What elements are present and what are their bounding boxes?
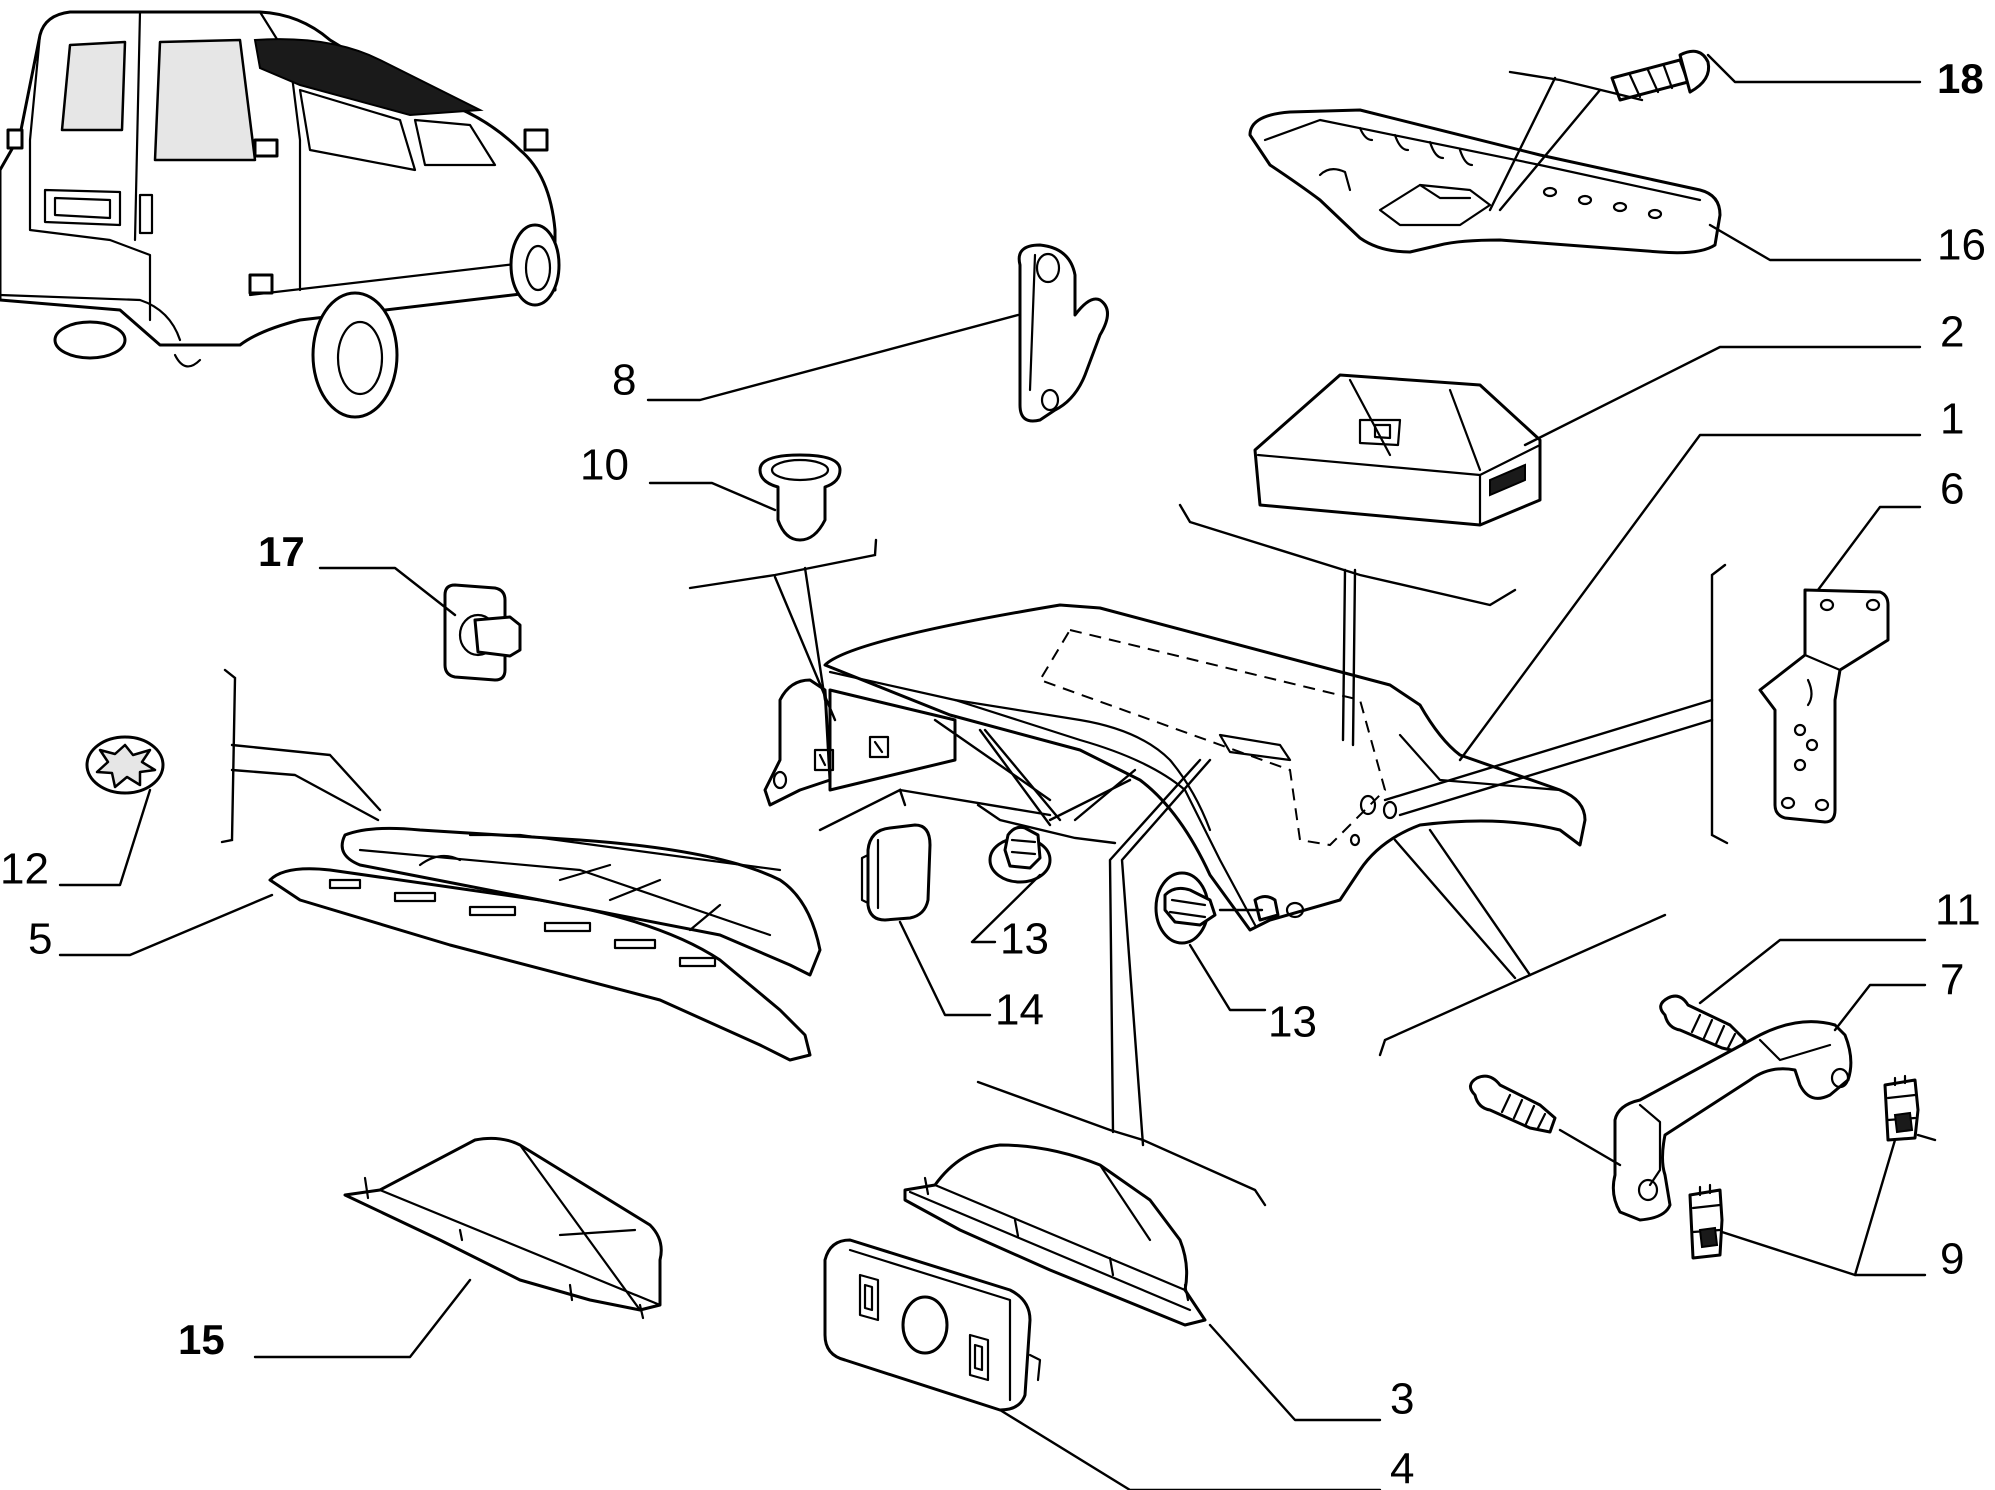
leader-console-b [803,566,827,702]
callout-11: 11 [1935,886,1981,935]
callout-1: 1 [1940,395,1964,444]
clip-13a [988,825,1052,884]
bolt-handle [1469,1074,1557,1134]
callout-13b: 13 [1268,998,1317,1047]
leader-6c [1816,505,1922,592]
bracket-bins [976,1080,1267,1207]
rear-shelf-5 [268,826,822,1062]
leader-2 [1523,345,1922,447]
leader-3 [1208,1323,1382,1422]
leader-9a [1916,1133,1937,1142]
callout-9: 9 [1940,1235,1964,1284]
callout-7: 7 [1940,956,1964,1005]
callout-15: 15 [178,1316,225,1363]
leader-8 [646,313,1020,402]
leader-14 [898,920,992,1017]
callout-13a: 13 [1000,915,1049,964]
bracket-5 [220,668,237,844]
leader-5b [230,768,380,822]
callout-16: 16 [1937,221,1986,270]
leader-16b [1498,88,1602,212]
interior-lamp-2 [1253,373,1542,527]
callout-17: 17 [258,528,305,575]
bracket-16 [1508,70,1644,102]
callout-6: 6 [1940,465,1964,514]
leader-5c [58,893,274,957]
leader-4 [998,1408,1382,1490]
bracket-console-mid [818,788,907,832]
clip-9a [1883,1074,1920,1142]
leader-bin-a [1108,758,1202,1134]
leader-lower-center-a [1393,838,1517,980]
leader-6b [1398,718,1714,817]
van-rear-view-illustration [0,10,561,419]
bolt-11 [1659,994,1747,1054]
leader-lamp-a [1341,568,1347,742]
front-panel-4 [823,1238,1042,1412]
bracket-lower-center [1378,913,1667,1057]
bolt-18 [1610,49,1711,102]
leader-console-c [898,788,1052,817]
leader-13b-b [1188,943,1267,1012]
leader-11a [1698,938,1927,1005]
callout-18: 18 [1937,55,1984,102]
leader-18 [1706,53,1922,84]
callout-12: 12 [0,845,49,894]
bracket-console-left [688,538,878,590]
leader-13a [970,873,1042,944]
bracket-clip [976,803,1117,845]
leader-bin-b [1120,758,1212,1147]
storage-bin-3 [903,1143,1207,1327]
leader-5a [230,743,382,812]
callout-2: 2 [1940,308,1964,357]
storage-bin-15 [343,1136,663,1320]
clip-9b [1688,1183,1724,1260]
overhead-tray-16 [1248,108,1722,255]
leader-10 [648,481,777,512]
callout-14: 14 [995,986,1044,1035]
callout-8: 8 [612,356,636,405]
leader-16a [1488,76,1557,212]
console-left-end [763,678,957,807]
coat-hook-8 [1017,243,1109,423]
leader-9c [1720,1230,1857,1277]
leader-17 [318,566,457,617]
overhead-console-1 [823,603,1587,932]
leader-clip-a [983,728,1062,822]
star-washer-12 [85,735,165,795]
leader-clip-b [978,728,1052,827]
leader-clip-c [1048,778,1132,822]
leader-12 [58,788,152,887]
fastener-17 [443,583,522,682]
leader-1 [1458,433,1922,762]
bracket-lamp [1178,503,1517,607]
callout-4: 4 [1390,1445,1414,1490]
cover-cap-14 [860,823,932,922]
leader-handle-bolt [1558,1128,1622,1167]
leader-9b [1853,1138,1927,1277]
callout-5: 5 [28,915,52,964]
plug-10 [758,453,842,542]
callout-10: 10 [580,441,629,490]
callout-3: 3 [1390,1375,1414,1424]
leader-15 [253,1278,472,1359]
leader-7 [1833,983,1927,1032]
grab-handle-7 [1611,1020,1853,1222]
mounting-bracket-6 [1758,588,1890,824]
leader-lamp-b [1351,568,1357,747]
bracket-6 [1710,563,1729,845]
leader-lower-center-b [1428,828,1532,977]
leader-16c [1708,223,1922,262]
leader-console-e [1073,768,1137,822]
clip-13b [1154,871,1217,945]
leader-6a [1383,698,1714,802]
